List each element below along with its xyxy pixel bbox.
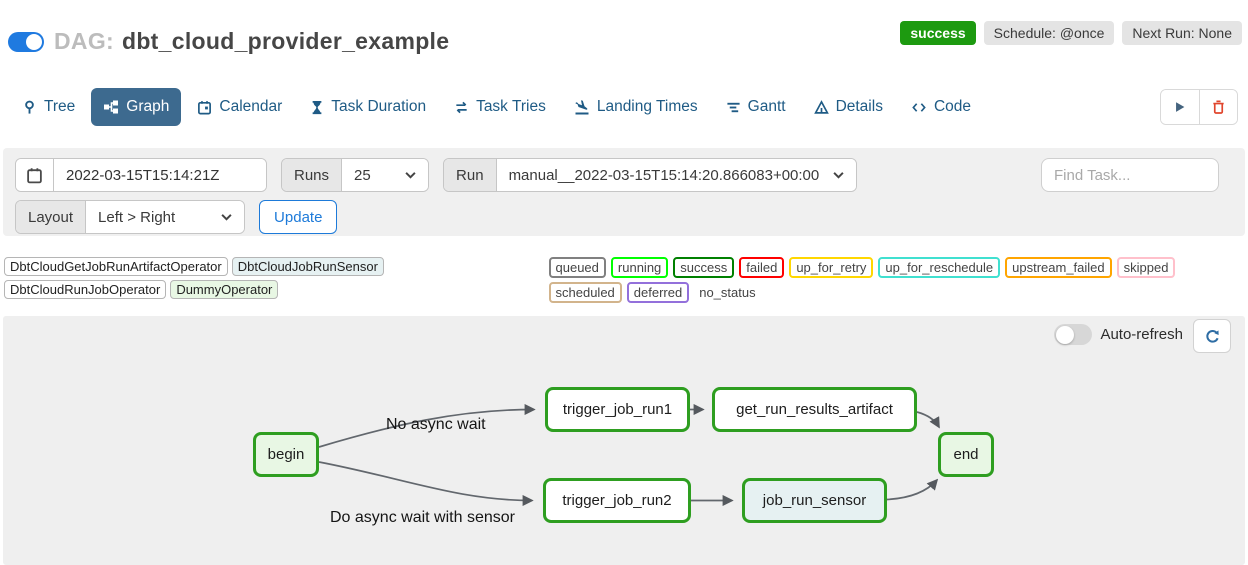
find-task-input[interactable] (1041, 158, 1219, 192)
tab-tree[interactable]: Tree (10, 88, 87, 126)
toggle-knob (1055, 325, 1074, 344)
page-title: dbt_cloud_provider_example (121, 28, 450, 54)
details-icon (813, 99, 829, 114)
chevron-down-icon (221, 214, 232, 221)
toggle-knob (26, 33, 42, 50)
layout-label: Layout (16, 201, 87, 233)
plane-landing-icon (575, 100, 589, 115)
auto-refresh-label: Auto-refresh (1100, 326, 1183, 343)
dag-edges (318, 403, 940, 507)
tab-task-tries[interactable]: Task Tries (442, 88, 558, 126)
schedule-badge: Schedule: @once (983, 21, 1115, 45)
calendar-icon (27, 167, 42, 183)
gantt-icon (727, 102, 740, 112)
edge-label: No async wait (386, 416, 486, 433)
graph-panel: Auto-refresh begin trigger_job_run1 get_ru… (3, 316, 1245, 565)
status-badge-up_for_retry: up_for_retry (789, 257, 874, 278)
layout-select[interactable]: Left > Right (86, 201, 245, 233)
tree-icon (25, 100, 34, 114)
tab-label: Tree (44, 98, 76, 115)
status-badge: success (900, 21, 976, 45)
layout-group: Layout Left > Right (15, 200, 246, 234)
code-icon (912, 102, 926, 112)
operator-badge: DbtCloudGetJobRunArtifactOperator (4, 257, 228, 276)
status-badge-upstream_failed: upstream_failed (1005, 257, 1112, 278)
refresh-button[interactable] (1193, 319, 1231, 353)
run-label: Run (444, 159, 497, 191)
auto-refresh-control: Auto-refresh (1054, 324, 1183, 345)
operator-badge: DummyOperator (170, 280, 279, 299)
tab-code[interactable]: Code (899, 88, 983, 126)
graph-node-end[interactable]: end (938, 432, 994, 477)
dag-action-buttons (1160, 89, 1238, 125)
tab-label: Landing Times (596, 98, 698, 115)
calendar-icon (198, 100, 212, 114)
graph-icon (104, 100, 119, 114)
runs-group: Runs 25 (281, 158, 430, 192)
trash-icon (1213, 100, 1224, 114)
status-badge-running: running (610, 257, 669, 278)
next-run-badge: Next Run: None (1122, 21, 1242, 45)
tab-label: Calendar (219, 98, 283, 115)
graph-nodes-layer: begin trigger_job_run1 get_run_results_art… (3, 316, 1245, 565)
tab-label: Task Duration (331, 98, 427, 115)
tab-label: Gantt (747, 98, 786, 115)
tab-graph[interactable]: Graph (91, 88, 182, 126)
run-select[interactable]: manual__2022-03-15T15:14:20.866083+00:00 (496, 159, 857, 191)
runs-value: 25 (354, 166, 371, 184)
update-button[interactable]: Update (259, 200, 338, 234)
status-badge-queued: queued (548, 257, 606, 278)
tab-task-duration[interactable]: Task Duration (298, 88, 438, 126)
dag-prefix-label: DAG: (54, 28, 114, 54)
status-badge-scheduled: scheduled (548, 282, 622, 303)
repeat-icon (456, 101, 467, 113)
dag-header: DAG: dbt_cloud_provider_example (8, 28, 449, 55)
run-value: manual__2022-03-15T15:14:20.866083+00:00 (508, 166, 820, 184)
base-date-group (15, 158, 267, 192)
operator-badge: DbtCloudRunJobOperator (4, 280, 167, 299)
tab-label: Details (835, 98, 883, 115)
tab-label: Code (933, 98, 972, 115)
header-badges: success Schedule: @once Next Run: None (900, 21, 1242, 45)
tab-calendar[interactable]: Calendar (185, 88, 294, 126)
operator-badge: DbtCloudJobRunSensor (231, 257, 384, 276)
dag-pause-toggle[interactable] (8, 31, 44, 52)
status-badge-deferred: deferred (626, 282, 690, 303)
tab-gantt[interactable]: Gantt (714, 88, 798, 126)
runs-label: Runs (282, 159, 343, 191)
status-badge-up_for_reschedule: up_for_reschedule (878, 257, 1001, 278)
status-badge-success: success (673, 257, 735, 278)
graph-node-trigger_job_run2[interactable]: trigger_job_run2 (543, 478, 691, 523)
graph-node-trigger_job_run1[interactable]: trigger_job_run1 (545, 387, 690, 432)
run-group: Run manual__2022-03-15T15:14:20.866083+0… (443, 158, 858, 192)
status-badge-no_status: no_status (699, 285, 756, 300)
view-tabs: Tree Graph Calendar Task Duration Task T… (10, 85, 1238, 129)
play-icon (1176, 102, 1185, 112)
filter-bar: Runs 25 Run manual__2022-03-15T15:14:20.… (3, 148, 1245, 236)
graph-node-begin[interactable]: begin (253, 432, 319, 477)
chevron-down-icon (833, 172, 844, 179)
refresh-icon (1205, 329, 1219, 343)
runs-select[interactable]: 25 (342, 159, 429, 191)
delete-dag-button[interactable] (1199, 90, 1237, 124)
hourglass-icon (312, 100, 322, 114)
tab-details[interactable]: Details (802, 88, 895, 126)
chevron-down-icon (405, 172, 416, 179)
date-picker-button[interactable] (16, 159, 54, 191)
graph-node-get_run_results_artifact[interactable]: get_run_results_artifact (712, 387, 917, 432)
edge-label: Do async wait with sensor (330, 509, 515, 526)
tab-label: Graph (126, 98, 170, 115)
status-badge-skipped: skipped (1116, 257, 1176, 278)
graph-node-job_run_sensor[interactable]: job_run_sensor (742, 478, 887, 523)
trigger-dag-button[interactable] (1161, 90, 1199, 124)
auto-refresh-toggle[interactable] (1054, 324, 1093, 345)
tab-landing-times[interactable]: Landing Times (562, 88, 710, 126)
status-badge-failed: failed (739, 257, 785, 278)
tab-label: Task Tries (476, 98, 546, 115)
layout-value: Left > Right (98, 208, 176, 226)
base-date-input[interactable] (66, 166, 254, 184)
